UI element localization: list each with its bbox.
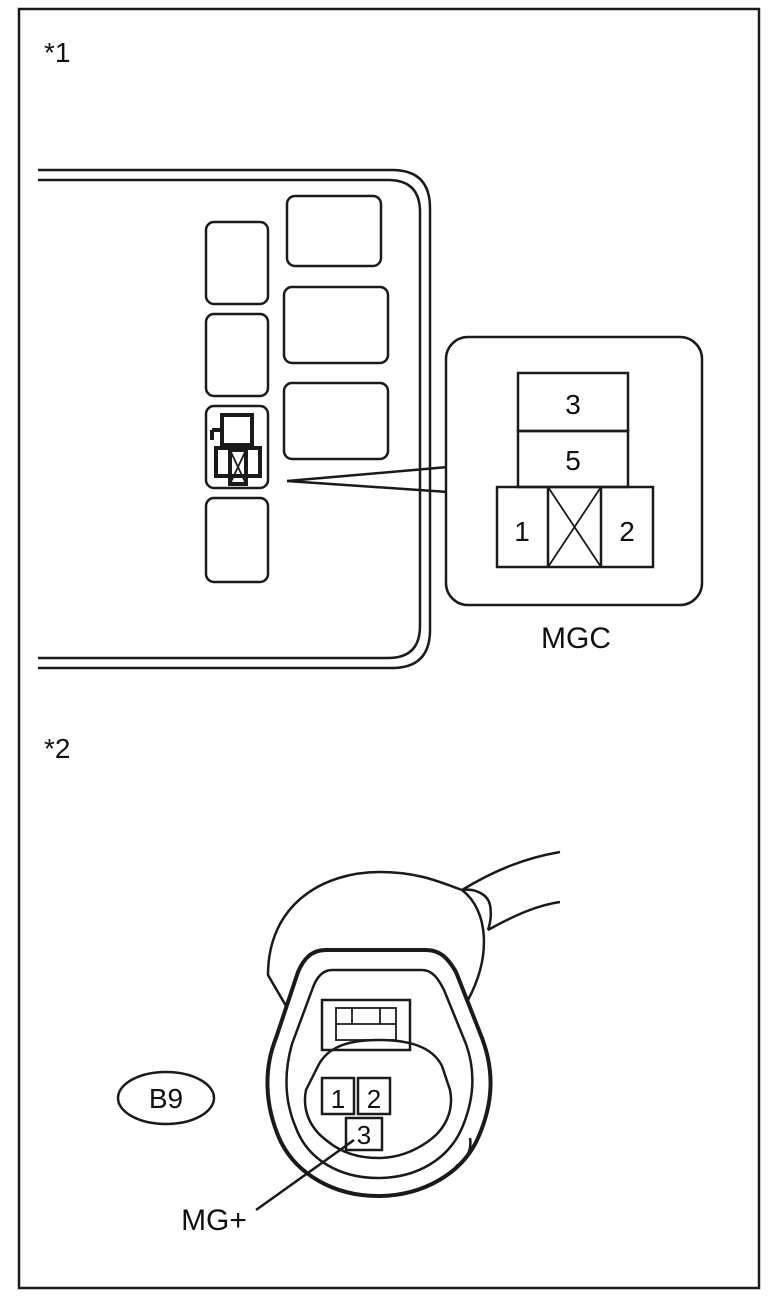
connector-name-mgc: MGC — [541, 622, 611, 655]
relay-icon — [210, 413, 262, 486]
junction-box — [38, 168, 432, 670]
outer-frame — [17, 7, 761, 1290]
fuse-cell — [204, 220, 270, 306]
terminal-2: 2 — [619, 516, 635, 547]
b9-connector-body — [265, 948, 493, 1199]
panel-label-1: *1 — [44, 37, 70, 68]
fuse-cell — [282, 381, 390, 461]
terminal-1: 1 — [514, 516, 530, 547]
mgc-connector — [495, 371, 655, 569]
b9-terminal-1: 1 — [331, 1084, 345, 1114]
terminal-3: 3 — [565, 389, 581, 420]
relay-cell — [204, 404, 270, 490]
callout-leader — [286, 465, 449, 494]
fuse-cell — [204, 312, 270, 398]
b9-terminal-2: 2 — [367, 1084, 381, 1114]
fuse-cell — [204, 496, 270, 584]
b9-pin-1-box — [320, 1076, 356, 1116]
connector-id-b9: B9 — [149, 1083, 183, 1114]
fuse-cell — [282, 285, 390, 365]
b9-pin-2-box — [356, 1076, 392, 1116]
fuse-cells — [204, 194, 390, 584]
mg-plus-leader — [255, 1138, 355, 1212]
terminal-label-mg-plus: MG+ — [181, 1204, 247, 1237]
b9-terminal-3: 3 — [357, 1120, 371, 1150]
connector-id-badge — [116, 1070, 216, 1126]
terminal-5: 5 — [565, 445, 581, 476]
panel-label-2: *2 — [44, 733, 70, 764]
b9-pin-3-box — [344, 1116, 384, 1152]
connector-callout-box — [444, 335, 704, 607]
fuse-cell — [285, 194, 383, 268]
